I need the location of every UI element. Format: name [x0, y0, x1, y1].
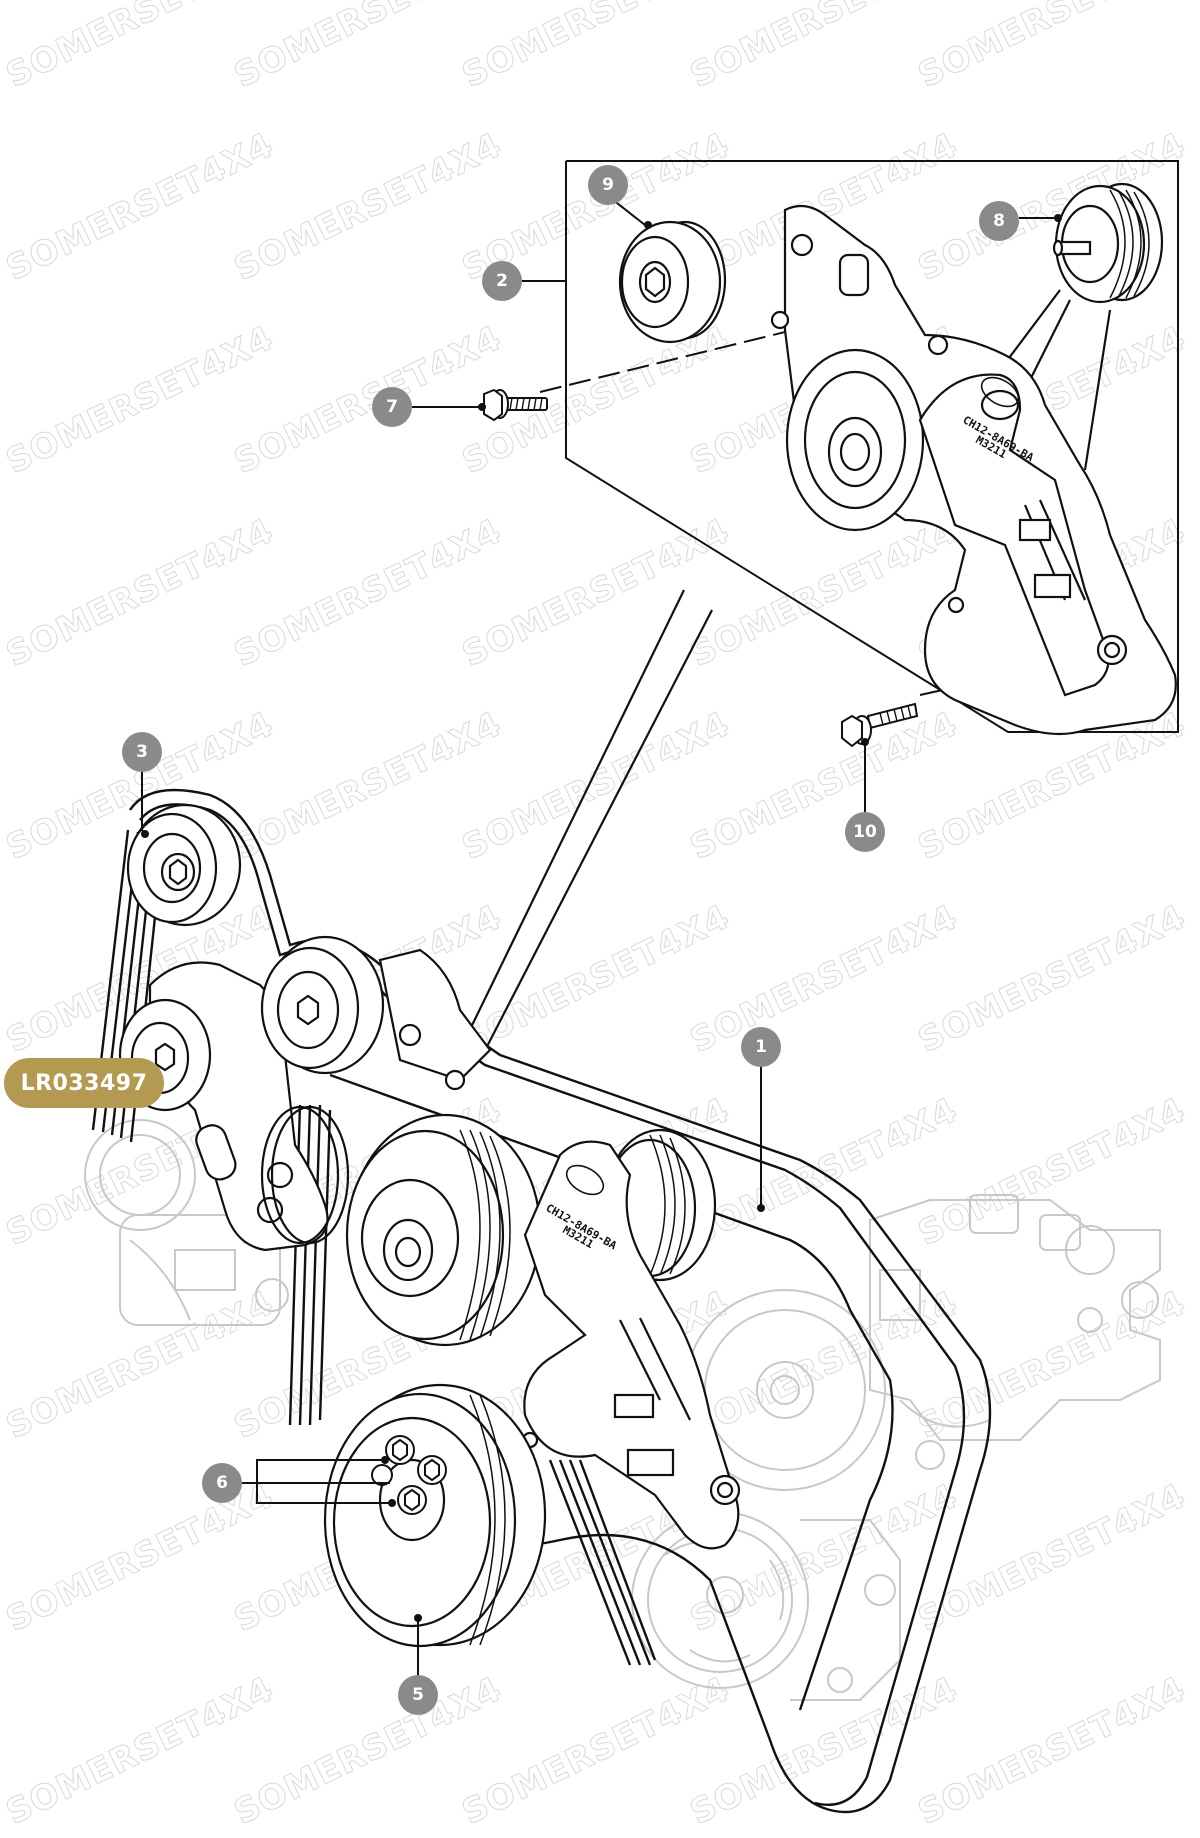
part-number-badge: LR033497 — [4, 1058, 164, 1108]
idler-pulley-9 — [618, 220, 727, 344]
drive-belt-1 — [91, 788, 992, 1814]
exploded-view-frame — [565, 160, 1179, 733]
callout-7: 7 — [372, 387, 412, 427]
callout-8: 8 — [979, 201, 1019, 241]
crankshaft-bolts-6 — [371, 1435, 447, 1515]
callout-3: 3 — [122, 732, 162, 772]
idler-pulley-center — [260, 935, 492, 1091]
callout-5: 5 — [398, 1675, 438, 1715]
bolt-10 — [841, 702, 919, 748]
callout-6: 6 — [202, 1463, 242, 1503]
idler-pulley-8 — [1052, 182, 1164, 304]
callout-leaders — [141, 195, 1062, 1695]
callout-2: 2 — [482, 261, 522, 301]
exploded-tensioner-assembly — [770, 204, 1177, 736]
crankshaft-pulley-5 — [323, 1383, 547, 1648]
idler-pulley-3 — [126, 803, 242, 927]
tensioner-bracket-installed — [521, 1128, 741, 1550]
callout-1: 1 — [741, 1027, 781, 1067]
callout-10: 10 — [845, 812, 885, 852]
callout-9: 9 — [588, 165, 628, 205]
exploded-leader-lines — [459, 289, 1112, 1061]
bolt-7 — [483, 388, 548, 422]
water-pump-pulley — [345, 1113, 542, 1347]
